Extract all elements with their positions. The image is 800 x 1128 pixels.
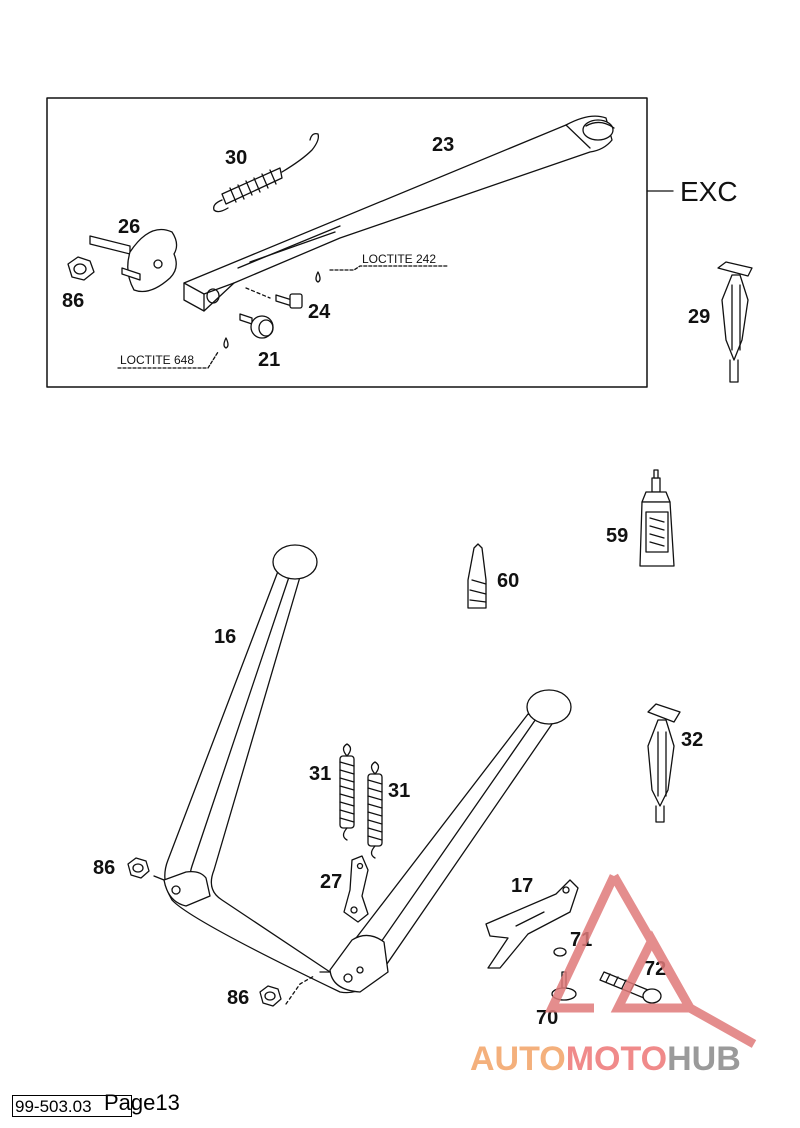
tool-29 [717,261,753,383]
callout-27: 27 [320,871,342,893]
nut-86-bottom [259,975,315,1007]
nut-86-left [127,857,150,879]
loctite-drop-242 [315,271,321,283]
callout-16: 16 [214,626,236,648]
eccentric-bolt-26 [89,228,178,293]
bracket-17 [485,879,579,969]
note-loctite-242: LOCTITE 242 [362,252,436,266]
loctite-648-leader [117,351,219,369]
grease-tube-60 [467,543,487,609]
footer-document-code: 99-503.03 [12,1095,132,1117]
callout-60: 60 [497,570,519,592]
spring-31-left [339,743,355,841]
callout-86-left: 86 [93,857,115,879]
callout-23: 23 [432,134,454,156]
callout-59: 59 [606,525,628,547]
callout-31-right: 31 [388,780,410,802]
callout-32: 32 [681,729,703,751]
bushing-21 [239,313,274,339]
callout-17: 17 [511,875,533,897]
callout-30: 30 [225,147,247,169]
callout-31-left: 31 [309,763,331,785]
callout-86-bottom: 86 [227,987,249,1009]
callout-29: 29 [688,306,710,328]
note-loctite-648: LOCTITE 648 [120,353,194,367]
loctite-drop-648 [223,337,229,349]
tool-32 [647,703,681,823]
spring-30 [213,132,320,213]
dashed-leader-24 [245,287,271,299]
callout-26: 26 [118,216,140,238]
side-stand-23 [183,115,615,312]
callout-24: 24 [308,301,331,323]
watermark-text: AUTOMOTOHUB [470,1040,741,1078]
washer-71 [553,947,567,957]
bracket-27 [343,855,369,923]
loctite-bottle-59 [639,469,675,567]
watermark-logo [544,873,757,1048]
screw-24 [275,293,303,309]
loctite-242-leader [329,265,449,271]
footer-page-number: Page13 [104,1090,180,1115]
center-stand-16 [153,544,572,994]
variant-label-exc: EXC [680,176,738,207]
callout-86: 86 [62,290,84,312]
nut-86-inset [67,256,95,281]
exc-inset-frame [46,97,648,388]
callout-21: 21 [258,349,280,371]
spring-31-right [367,761,383,859]
